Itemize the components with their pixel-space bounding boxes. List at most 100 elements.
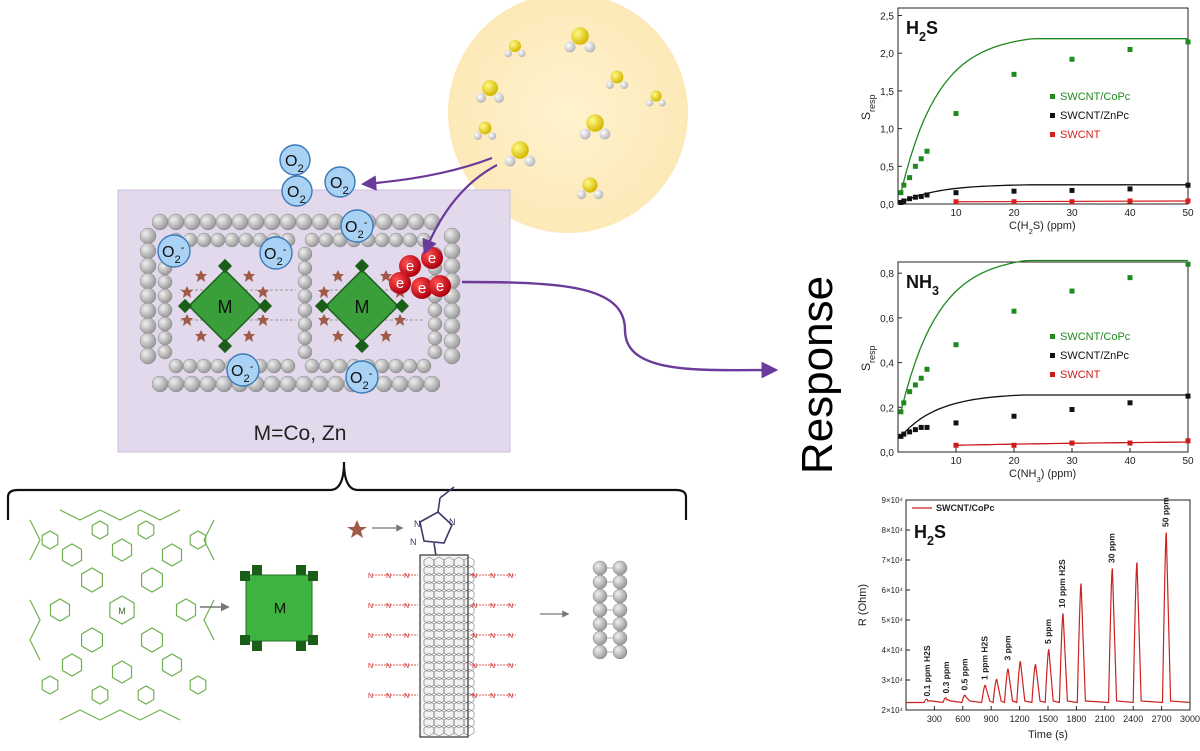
carbon-sphere	[295, 375, 313, 393]
h2s-to-oxygen-arrow	[360, 156, 493, 191]
o2-anion: O2-	[157, 234, 191, 268]
star-marker	[332, 330, 344, 342]
bubble-circle	[281, 175, 313, 207]
carbon-sphere	[183, 213, 201, 231]
star-marker	[380, 330, 392, 342]
carbon-sphere	[151, 213, 169, 231]
carbon-sphere	[612, 602, 628, 618]
carbon-sphere	[304, 358, 320, 374]
o2-molecule: O2	[324, 166, 356, 198]
azide-n: N	[508, 603, 513, 610]
data-point	[1127, 275, 1133, 281]
fit-line	[900, 184, 1188, 204]
sulfur-atom	[571, 27, 589, 45]
data-point	[924, 148, 930, 154]
carbon-sphere	[183, 375, 201, 393]
carbon-sphere	[592, 630, 608, 646]
data-point	[1011, 188, 1017, 194]
carbon-sphere	[196, 232, 212, 248]
electron: e	[389, 272, 411, 294]
carbon-sphere	[612, 560, 628, 576]
sulfur-atom	[509, 40, 521, 52]
star-marker	[318, 314, 330, 326]
data-point	[898, 199, 904, 205]
hydrogen-atom	[620, 81, 629, 89]
x-tick-label: 900	[984, 714, 999, 724]
azide-n: N	[386, 633, 391, 640]
azide-n: N	[404, 693, 409, 700]
data-point	[898, 409, 904, 415]
x-tick-label: 1200	[1010, 714, 1030, 724]
chart-title: NH3	[906, 272, 939, 298]
azide-n: N	[490, 573, 495, 580]
star-marker	[195, 330, 207, 342]
azide-n: N	[490, 603, 495, 610]
azide-n: N	[404, 603, 409, 610]
pulse-annotation: 0.5 ppm	[960, 658, 970, 691]
bubble-circle	[226, 353, 260, 387]
pc-metal-label: M	[118, 606, 126, 616]
data-point	[912, 382, 918, 388]
h2s-molecule	[576, 177, 604, 200]
carbon-sphere	[157, 344, 173, 360]
o2-anion: O2-	[345, 360, 379, 394]
lattice-hex	[463, 580, 475, 593]
azide-n: N	[508, 633, 513, 640]
hydrogen-atom	[584, 41, 596, 53]
carbon-sphere	[297, 274, 313, 290]
data-point	[918, 193, 924, 199]
fit-line	[900, 259, 1188, 412]
star-marker	[243, 330, 255, 342]
electron-label: e	[436, 278, 444, 295]
carbon-sphere	[224, 232, 240, 248]
hydrogen-atom	[504, 49, 512, 58]
data-point	[901, 431, 907, 437]
svg-text:N: N	[449, 517, 456, 527]
data-point	[953, 199, 959, 205]
carbon-sphere	[297, 316, 313, 332]
azide-n: N	[508, 573, 513, 580]
x-tick-label: 50	[1182, 456, 1194, 467]
h2s-molecule	[504, 40, 526, 58]
h2s-to-electrons-arrow	[422, 164, 498, 255]
data-point	[1011, 199, 1017, 205]
o2-anion: O2-	[259, 236, 293, 270]
carbon-sphere	[157, 316, 173, 332]
bubble-label: O2-	[345, 217, 368, 241]
o2-molecule: O2	[279, 144, 311, 176]
y-tick-label: 2×10⁴	[882, 706, 904, 715]
carbon-sphere	[139, 227, 157, 245]
data-point	[898, 190, 904, 196]
data-point	[1127, 46, 1133, 52]
carbon-sphere	[210, 232, 226, 248]
diamond-corner	[217, 338, 233, 354]
y-tick-label: 2,0	[880, 49, 894, 60]
data-point	[918, 375, 924, 381]
carbon-sphere	[443, 302, 461, 320]
gas-cloud	[448, 0, 688, 233]
benzene-ring	[137, 520, 155, 540]
metal-square-label: M	[274, 600, 287, 617]
curly-brace	[6, 461, 688, 520]
sulfur-atom	[586, 114, 604, 132]
carbon-sphere	[139, 332, 157, 350]
legend-label: SWCNT/ZnPc	[1060, 110, 1130, 122]
lattice-hex	[463, 572, 475, 585]
electron-label: e	[428, 250, 436, 267]
carbon-sphere	[388, 232, 404, 248]
h2s-molecule	[476, 80, 504, 103]
y-tick-label: 5×10⁴	[882, 616, 904, 625]
hydrogen-atom	[605, 81, 614, 89]
hydrogen-atom	[564, 41, 576, 53]
legend-marker	[1050, 353, 1055, 358]
lattice-hex	[463, 636, 475, 649]
o2-molecule: O2	[281, 175, 313, 207]
carbon-sphere	[391, 375, 409, 393]
resistance-line	[906, 532, 1191, 704]
carbon-sphere	[443, 317, 461, 335]
pulse-annotation: 3 ppm	[1002, 635, 1012, 660]
data-point	[1185, 261, 1191, 267]
lattice-hex	[463, 644, 475, 657]
